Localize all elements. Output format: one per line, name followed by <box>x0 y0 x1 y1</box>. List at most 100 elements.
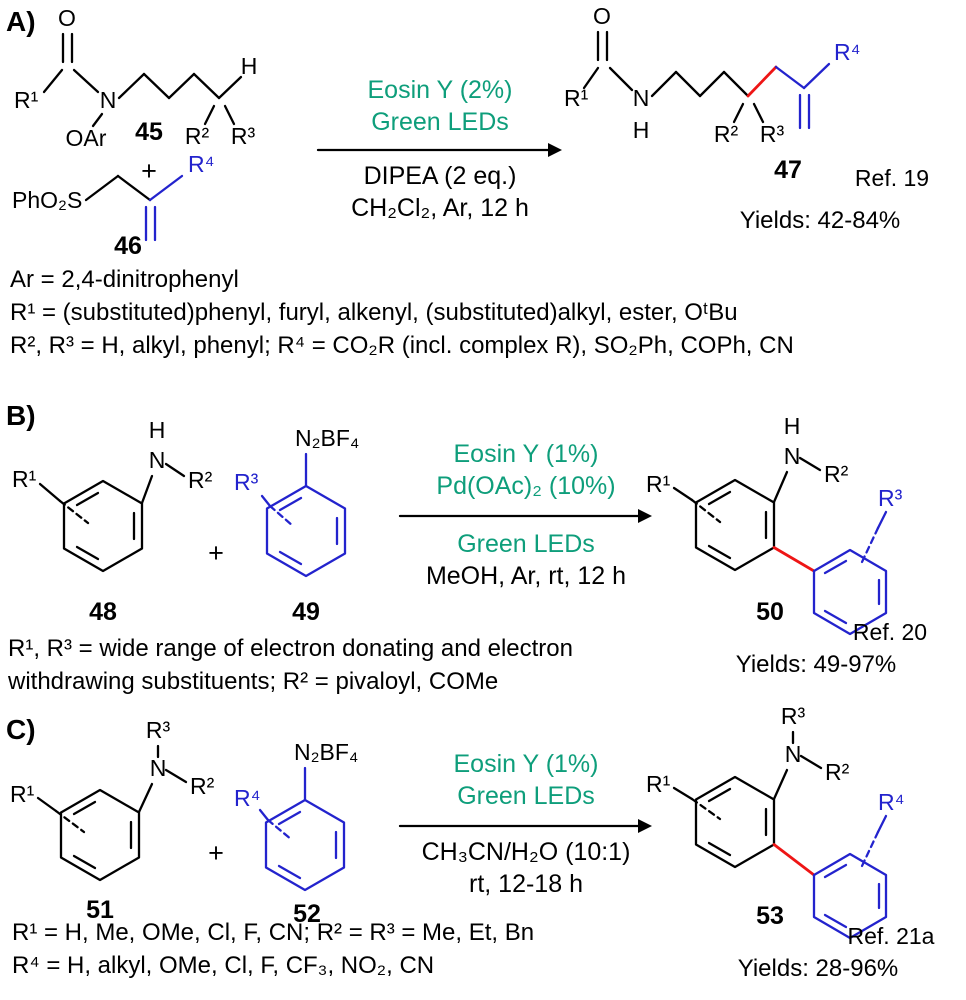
panel-a-product: O R¹ N H R² R³ R⁴ 47 Ref. 19 Yields: 42-… <box>564 3 929 234</box>
ring-n-bond-51 <box>137 782 154 814</box>
atom-r3-45: R³ <box>231 123 256 149</box>
benzene-ring-48 <box>62 479 144 573</box>
plus-sign-c: + <box>208 838 224 868</box>
atom-r1-50: R¹ <box>646 471 671 497</box>
r1-variable-bond-51 <box>54 809 86 834</box>
atom-r4-53: R⁴ <box>878 789 905 815</box>
panel-c-notes: R¹ = H, Me, OMe, Cl, F, CN; R² = R³ = Me… <box>12 916 534 982</box>
group-n2bf4-49: N₂BF₄ <box>295 425 359 451</box>
benzene-ring-53-blue <box>812 852 888 940</box>
yields-b: Yields: 49-97% <box>736 651 897 678</box>
panel-b-conditions: Eosin Y (1%) Pd(OAc)₂ (10%) Green LEDs M… <box>398 440 652 590</box>
n-r2-bond-50 <box>798 456 822 472</box>
arrow-head <box>638 819 652 833</box>
benzene-ring-50-black <box>694 478 776 572</box>
arrow-head <box>638 509 652 523</box>
compound-number-52: 52 <box>293 900 321 928</box>
atom-r4-46: R⁴ <box>188 151 215 177</box>
ring-double-bonds-50-black <box>707 490 768 560</box>
structure-47: O R¹ N H R² R³ R⁴ 47 Ref. 19 Yields: 42-… <box>564 3 929 234</box>
condition-c-solvent: CH₃CN/H₂O (10:1) <box>422 838 631 866</box>
atom-n-51: N <box>150 755 167 781</box>
r1-bond-48 <box>38 482 62 503</box>
atom-h-47: H <box>633 117 650 143</box>
note-b-1: R¹, R³ = wide range of electron donating… <box>8 635 573 662</box>
panel-c-reactants: R¹ R³ N R² 51 + N₂BF₄ R⁴ 52 <box>10 717 358 928</box>
atom-h-48: H <box>149 417 166 443</box>
atom-r2-45: R² <box>185 123 210 149</box>
r1-bond-51 <box>36 796 58 813</box>
panel-a-notes: Ar = 2,4-dinitrophenyl R¹ = (substituted… <box>10 263 794 362</box>
condition-c-time: rt, 12-18 h <box>469 870 583 898</box>
ring-double-bonds-53-black <box>707 787 768 857</box>
group-pho2s-46: PhO₂S <box>12 187 82 213</box>
atom-r1-47: R¹ <box>564 85 589 111</box>
bonds-45 <box>42 32 243 128</box>
reference-a: Ref. 19 <box>855 165 929 191</box>
plus-sign-a: + <box>141 156 157 186</box>
r4-variable-bond-53 <box>860 830 880 868</box>
atom-r2-53: R² <box>825 759 850 785</box>
condition-b-light: Green LEDs <box>457 530 595 558</box>
atom-r3-51: R³ <box>146 717 171 743</box>
note-a-2: R¹ = (substituted)phenyl, furyl, alkenyl… <box>10 299 738 326</box>
n-r2-bond-53 <box>799 754 823 770</box>
panel-a-conditions: Eosin Y (2%) Green LEDs DIPEA (2 eq.) CH… <box>316 76 562 222</box>
r4-bond-52 <box>258 808 270 822</box>
atom-r2-50: R² <box>824 461 849 487</box>
benzene-ring-51 <box>59 788 141 882</box>
atom-n-45: N <box>100 87 117 113</box>
atom-h-50: H <box>784 413 801 439</box>
section-b-label: B) <box>6 400 36 431</box>
condition-a-base: DIPEA (2 eq.) <box>364 162 517 190</box>
new-cc-bond-47 <box>746 65 778 98</box>
ring-n-bond-53 <box>772 768 789 801</box>
atom-r2-47: R² <box>714 121 739 147</box>
reference-c: Ref. 21a <box>848 923 935 949</box>
bonds-46-blue <box>144 174 184 242</box>
reaction-arrow-c <box>398 819 652 833</box>
benzene-ring-52 <box>264 798 346 892</box>
ring-double-bonds-48 <box>75 491 136 561</box>
bonds-47-blue <box>774 62 831 130</box>
structure-51: R¹ R³ N R² 51 <box>10 717 215 924</box>
ring-double-bonds-53-blue <box>823 863 881 929</box>
atom-r4-52: R⁴ <box>234 785 261 811</box>
condition-b-pd-catalyst: Pd(OAc)₂ (10%) <box>436 472 615 500</box>
r3-bond-49 <box>260 494 272 508</box>
n-r2-bond-51 <box>164 768 188 784</box>
r1-variable-bond-48 <box>58 499 90 525</box>
section-c-label: C) <box>6 714 36 745</box>
r3-bond-50 <box>876 510 888 530</box>
compound-number-46: 46 <box>114 232 142 260</box>
note-c-1: R¹ = H, Me, OMe, Cl, F, CN; R² = R³ = Me… <box>12 919 535 946</box>
panel-c-conditions: Eosin Y (1%) Green LEDs CH₃CN/H₂O (10:1)… <box>398 750 652 898</box>
r4-variable-bond-52 <box>266 818 294 842</box>
ring-double-bonds-49 <box>278 496 339 566</box>
r1-bond-50 <box>672 486 694 502</box>
r1-variable-bond-53 <box>690 797 722 821</box>
panel-b-reactants: R¹ H N R² 48 + N₂BF₄ R³ 49 <box>12 417 359 626</box>
condition-a-solvent: CH₂Cl₂, Ar, 12 h <box>351 194 529 222</box>
note-c-2: R⁴ = H, alkyl, OMe, Cl, F, CF₃, NO₂, CN <box>12 952 435 979</box>
atom-n-47: N <box>633 85 650 111</box>
atom-n-50: N <box>784 443 801 469</box>
reaction-arrow-a <box>316 143 562 157</box>
note-b-2: withdrawing substituents; R² = pivaloyl,… <box>8 668 499 695</box>
bonds-47-black <box>582 30 765 124</box>
note-a-3: R², R³ = H, alkyl, phenyl; R⁴ = CO₂R (in… <box>10 332 794 359</box>
structure-49: N₂BF₄ R³ 49 <box>234 425 359 626</box>
group-n2bf4-52: N₂BF₄ <box>294 739 358 765</box>
compound-number-48: 48 <box>89 598 117 626</box>
structure-48: R¹ H N R² 48 <box>12 417 213 626</box>
note-a-1: Ar = 2,4-dinitrophenyl <box>10 266 239 293</box>
benzene-ring-49 <box>265 484 347 578</box>
condition-c-light: Green LEDs <box>457 782 595 810</box>
ring-n-bond-50 <box>772 470 789 504</box>
arrow-head <box>548 143 562 157</box>
condition-c-photocatalyst: Eosin Y (1%) <box>454 750 599 778</box>
panel-b-product: R¹ H N R² R³ 50 Ref. 20 Yields: 49-97% <box>646 413 927 678</box>
panel-a-reactants: O R¹ N OAr H R² R³ 45 + PhO₂S R⁴ 46 <box>12 5 257 260</box>
compound-number-49: 49 <box>292 598 320 626</box>
